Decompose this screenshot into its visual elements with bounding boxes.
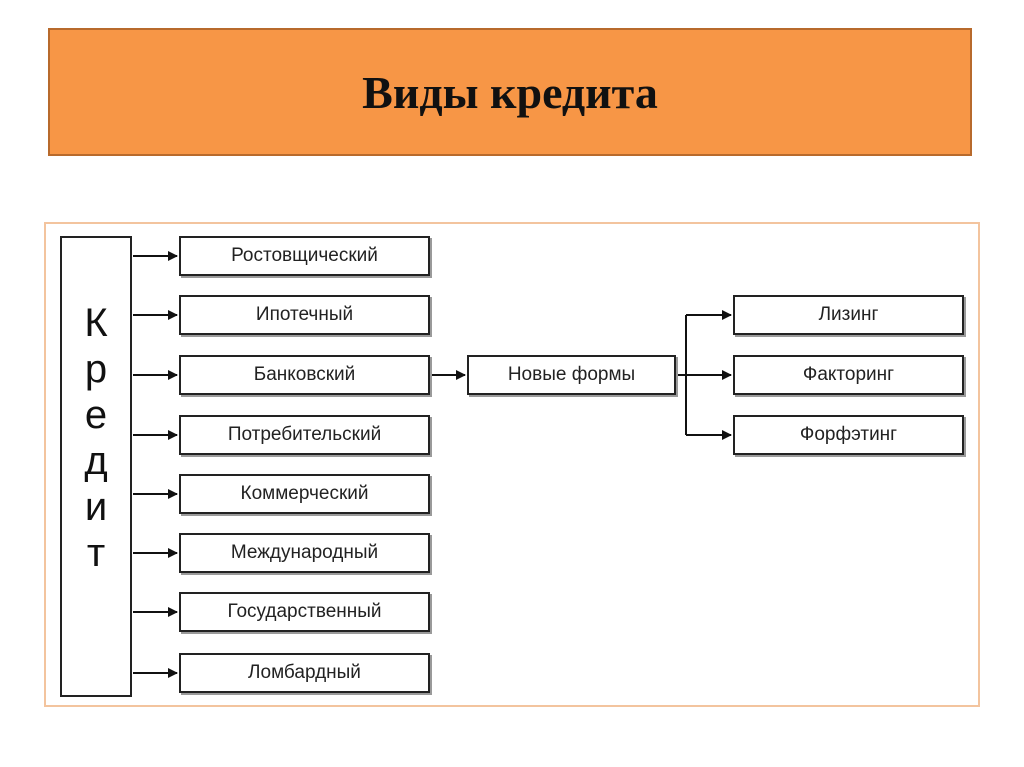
form-box-forfaiting: Форфэтинг [733,415,964,455]
credit-letter: К [84,301,108,345]
credit-letter: т [86,531,106,575]
type-box-mortgage: Ипотечный [179,295,430,335]
type-box-bank: Банковский [179,355,430,395]
credit-letter: р [84,347,108,391]
form-box-leasing: Лизинг [733,295,964,335]
credit-letter: д [84,439,108,483]
type-box-pawn: Ломбардный [179,653,430,693]
type-box-consumer: Потребительский [179,415,430,455]
credit-root-box: К р е д и т [60,236,132,697]
type-box-international: Международный [179,533,430,573]
form-box-factoring: Факторинг [733,355,964,395]
type-box-commercial: Коммерческий [179,474,430,514]
page-title: Виды кредита [362,66,658,118]
type-box-usurious: Ростовщический [179,236,430,276]
credit-letter: е [84,393,108,437]
title-banner: Виды кредита [48,28,972,156]
new-forms-box: Новые формы [467,355,676,395]
credit-letter: и [84,485,108,529]
type-box-state: Государственный [179,592,430,632]
